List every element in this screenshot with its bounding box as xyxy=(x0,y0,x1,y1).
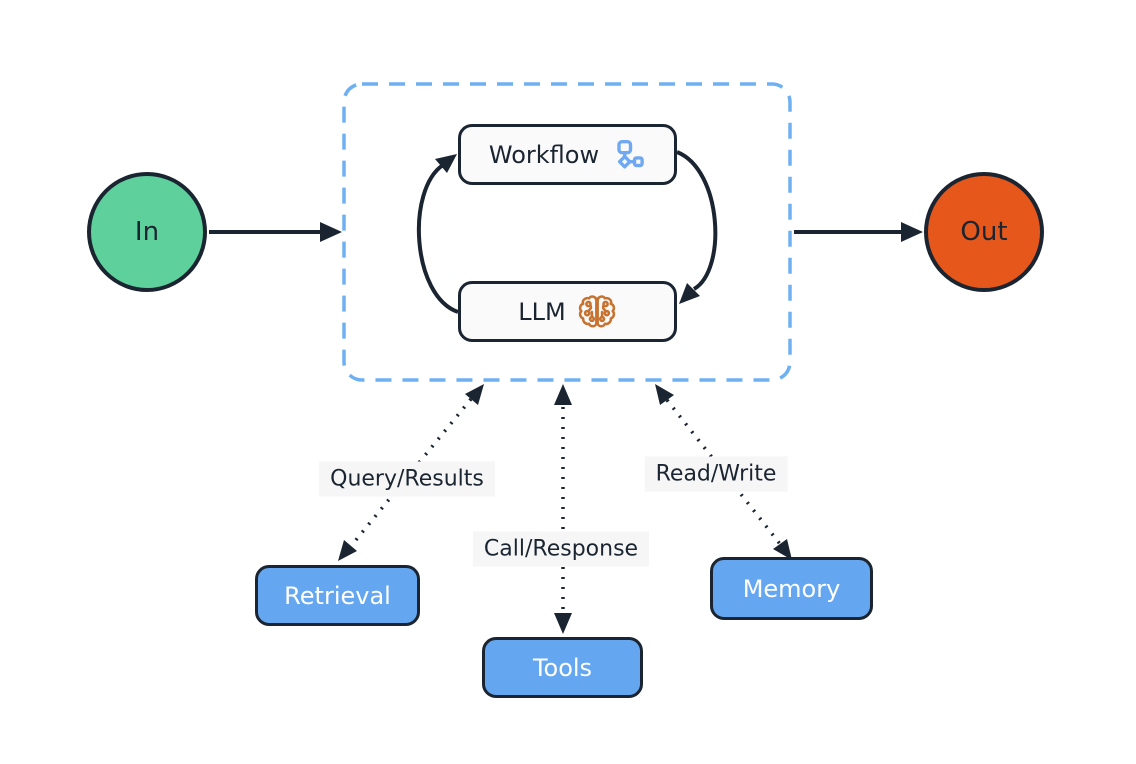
arrowhead-retrieval-down xyxy=(338,540,357,561)
arrowhead-workflow-to-llm xyxy=(679,283,700,304)
node-workflow: Workflow xyxy=(458,124,677,185)
arc-workflow-to-llm xyxy=(676,150,718,291)
node-out: Out xyxy=(924,172,1044,292)
node-in-label: In xyxy=(134,217,160,247)
node-llm-label: LLM xyxy=(518,297,566,326)
arrowhead-tools-up xyxy=(554,384,572,405)
workflow-graph-icon xyxy=(617,139,644,168)
arrowhead-retrieval-up xyxy=(465,384,484,405)
edge-label-read-write: Read/Write xyxy=(644,456,788,492)
node-workflow-label: Workflow xyxy=(488,140,600,169)
node-out-label: Out xyxy=(960,217,1008,247)
node-retrieval-label: Retrieval xyxy=(284,581,391,610)
brain-circuit-icon xyxy=(578,295,615,328)
arrowhead-agent-to-out xyxy=(901,222,923,242)
arrowhead-in-to-agent xyxy=(320,222,342,242)
node-tools-label: Tools xyxy=(532,653,593,682)
node-memory-label: Memory xyxy=(742,574,841,603)
arrowhead-tools-down xyxy=(554,613,572,634)
node-tools: Tools xyxy=(482,637,643,698)
arrowhead-llm-to-workflow xyxy=(435,154,457,173)
arc-llm-to-workflow xyxy=(416,163,459,314)
edge-label-query-results: Query/Results xyxy=(319,461,495,497)
arrowhead-memory-up xyxy=(655,384,674,405)
node-retrieval: Retrieval xyxy=(255,565,420,626)
node-memory: Memory xyxy=(710,557,873,620)
node-in: In xyxy=(87,172,207,292)
node-llm: LLM xyxy=(458,281,677,342)
edge-label-call-response: Call/Response xyxy=(472,531,650,567)
